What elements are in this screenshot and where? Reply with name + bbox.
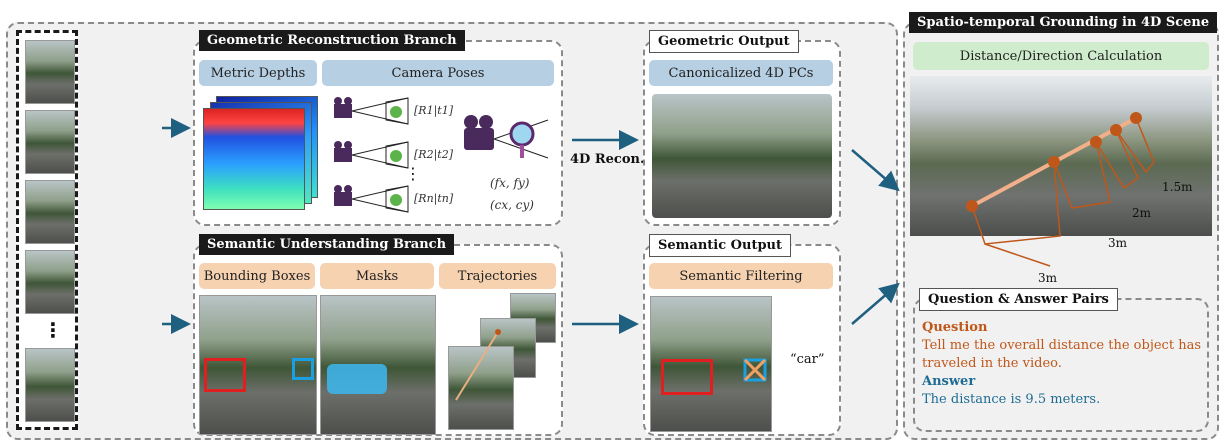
semantic-branch-title: Semantic Understanding Branch <box>199 234 455 255</box>
poses-ellipsis: ⋮ <box>405 164 421 183</box>
answer-label: Answer <box>922 374 976 389</box>
canonicalized-pcs-chip: Canonicalized 4D PCs <box>649 60 833 86</box>
video-frame-1 <box>25 40 75 104</box>
geometric-branch-title: Geometric Reconstruction Branch <box>199 30 465 51</box>
car-mask <box>327 364 387 394</box>
semantic-filtering-chip: Semantic Filtering <box>649 263 833 289</box>
intrinsics-camera-icon <box>464 115 549 159</box>
pose-2: [R2|t2] <box>414 148 453 161</box>
distance-label-1: 1.5m <box>1162 180 1193 194</box>
video-frame-n <box>25 348 75 422</box>
mask-frame <box>320 295 436 435</box>
metric-depths-chip: Metric Depths <box>199 60 317 86</box>
grounding-title: Spatio-temporal Grounding in 4D Scene <box>909 12 1218 33</box>
distance-calc-chip: Distance/Direction Calculation <box>913 42 1209 70</box>
trajectory-arrow <box>455 329 501 401</box>
pose-n: [Rn|tn] <box>414 192 454 205</box>
masks-chip: Masks <box>320 263 434 289</box>
car-bbox-kept <box>661 359 713 395</box>
trajectory-frame-1 <box>448 346 514 430</box>
trajectories-chip: Trajectories <box>439 263 556 289</box>
camera-poses-illustration <box>334 97 549 213</box>
camera-icon-1 <box>334 97 409 125</box>
semantic-output-title: Semantic Output <box>649 234 792 257</box>
recon-label: 4D Recon. <box>570 152 645 167</box>
answer-text: The distance is 9.5 meters. <box>922 392 1101 407</box>
intrinsics-center: (cx, cy) <box>490 198 534 212</box>
video-frame-2 <box>25 110 75 174</box>
geometric-output-title: Geometric Output <box>649 30 799 53</box>
trajectory-overlay <box>966 112 1155 267</box>
frames-ellipsis: ⋮ <box>43 318 63 342</box>
rejected-sign-icon <box>743 358 767 382</box>
video-frame-3 <box>25 180 75 244</box>
distance-label-4: 3m <box>1038 271 1058 285</box>
query-label: “car” <box>790 352 825 367</box>
camera-poses-chip: Camera Poses <box>322 60 554 86</box>
distance-label-2: 2m <box>1132 206 1152 220</box>
camera-icon-n <box>334 185 409 213</box>
video-frame-4 <box>25 250 75 314</box>
sign-bbox <box>292 358 314 380</box>
qa-panel <box>913 298 1209 432</box>
pose-1: [R1|t1] <box>414 104 453 117</box>
qa-title: Question & Answer Pairs <box>919 288 1118 311</box>
intrinsics-focal: (fx, fy) <box>490 176 530 190</box>
question-label: Question <box>922 320 988 335</box>
filtered-frame <box>650 296 772 432</box>
depth-map-front <box>203 108 305 210</box>
point-cloud-view <box>652 94 832 218</box>
question-line-1: Tell me the overall distance the object … <box>922 338 1201 353</box>
bounding-boxes-chip: Bounding Boxes <box>199 263 315 289</box>
question-line-2: traveled in the video. <box>922 356 1062 371</box>
camera-icon-2 <box>334 141 409 169</box>
car-bbox <box>204 358 246 392</box>
bbox-frame <box>199 295 317 435</box>
distance-label-3: 3m <box>1108 236 1128 250</box>
